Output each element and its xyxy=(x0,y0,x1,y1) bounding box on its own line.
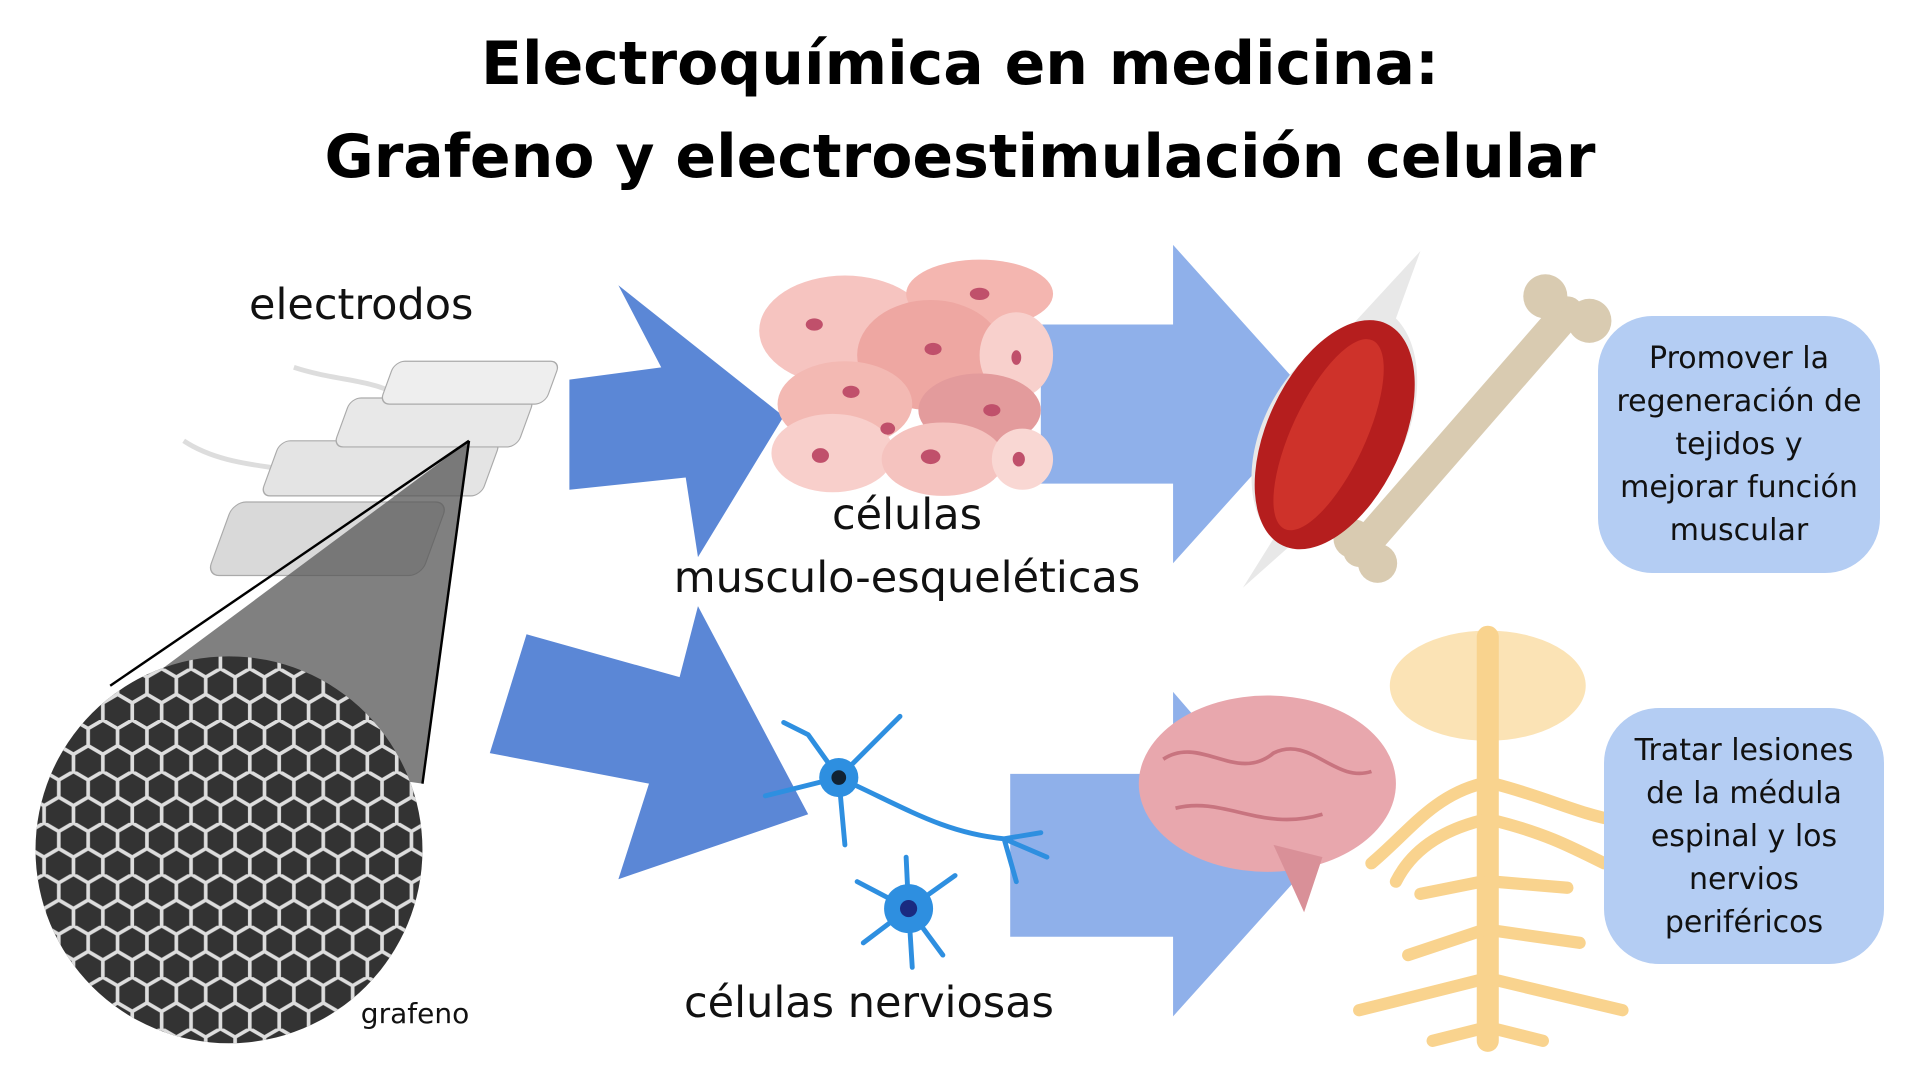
arrow-to-muscle-cells xyxy=(569,285,784,558)
nerve-outcome-text: Tratar lesiones de la médula espinal y l… xyxy=(1634,732,1854,940)
graphene-label: grafeno xyxy=(360,997,470,1030)
title-line-2: Grafeno y electroestimulación celular xyxy=(324,122,1596,192)
arrow-to-muscle-outcome xyxy=(1040,244,1317,564)
muscle-bone-image xyxy=(1242,251,1612,588)
nerve-outcome-box: Tratar lesiones de la médula espinal y l… xyxy=(1604,708,1884,964)
muscle-cells-image xyxy=(759,259,1054,496)
muscle-cells-label-line-1: células xyxy=(832,490,982,540)
muscle-outcome-box: Promover la regeneración de tejidos y me… xyxy=(1598,316,1880,573)
brain-image xyxy=(1138,695,1396,913)
title-line-1: Electroquímica en medicina: xyxy=(481,29,1439,99)
nerve-cells-label: células nerviosas xyxy=(684,978,1054,1028)
muscle-outcome-text: Promover la regeneración de tejidos y me… xyxy=(1616,341,1862,548)
nerve-cells-image xyxy=(762,713,1050,970)
spinal-cord-image xyxy=(1353,625,1629,1052)
electrodes-label: electrodos xyxy=(249,280,474,330)
graphene-lattice-image xyxy=(35,656,423,1044)
arrow-to-nerve-cells xyxy=(489,606,809,880)
muscle-cells-label-line-2: musculo-esqueléticas xyxy=(673,553,1141,603)
